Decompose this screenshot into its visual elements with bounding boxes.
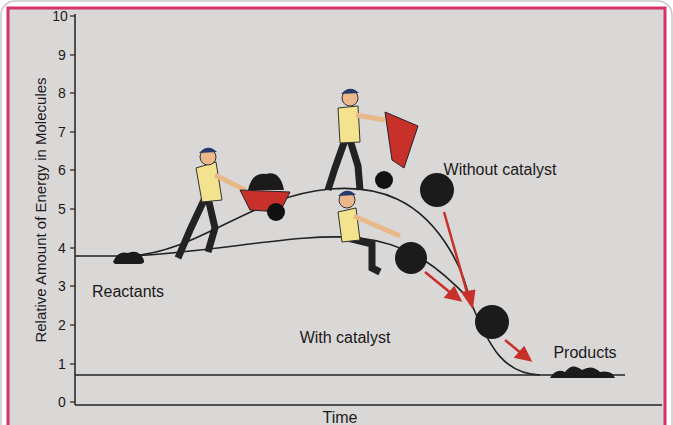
curve-label: Without catalyst <box>444 162 557 178</box>
rocks <box>113 173 615 378</box>
leg <box>350 140 360 190</box>
cap <box>338 191 356 196</box>
tick <box>70 363 75 364</box>
axis-tick-label: 2 <box>58 318 66 332</box>
axis-tick-label: 9 <box>58 48 66 62</box>
axis-tick-label: 7 <box>58 125 66 139</box>
wheelbarrow <box>385 112 418 168</box>
worker-tipping <box>328 89 418 190</box>
tick <box>70 54 75 55</box>
tick <box>70 285 75 286</box>
arrow-head <box>516 348 530 360</box>
axis-tick-label: 4 <box>58 241 66 255</box>
tick <box>70 131 75 132</box>
arrow-line <box>444 212 468 296</box>
arm <box>356 115 385 120</box>
axis-tick-label: 3 <box>58 279 66 293</box>
reactant-rock-pile <box>113 252 144 264</box>
wheel <box>375 171 393 189</box>
arrow-head <box>446 288 460 300</box>
plot-frame <box>8 8 665 425</box>
arrow-head <box>463 291 474 306</box>
uncatalyzed-curve <box>75 188 540 375</box>
tick <box>70 169 75 170</box>
wheel <box>267 203 285 221</box>
axis-tick-label: 10 <box>52 9 68 23</box>
motion-arrows <box>425 212 530 360</box>
curve-label: With catalyst <box>300 330 391 346</box>
leg <box>348 238 380 272</box>
axis-tick-label: 0 <box>58 395 66 409</box>
x-axis <box>75 404 662 406</box>
axis-tick-label: 8 <box>58 86 66 100</box>
tick <box>70 15 75 16</box>
tick <box>70 324 75 325</box>
axis-tick-label: 6 <box>58 163 66 177</box>
worker-pushing <box>178 148 290 258</box>
axis-tick-label: 1 <box>58 357 66 371</box>
shirt <box>196 162 222 202</box>
tick <box>70 208 75 209</box>
arm <box>215 175 245 190</box>
leg <box>208 198 215 252</box>
falling-rock <box>420 173 454 207</box>
curve-label: Products <box>553 345 616 361</box>
cap <box>199 148 217 153</box>
axis-title: Time <box>323 410 358 425</box>
curve-label: Reactants <box>92 284 164 300</box>
worker-sitting <box>338 191 400 272</box>
product-level-line <box>75 374 625 376</box>
leg <box>178 198 205 258</box>
y-ticks <box>70 16 75 402</box>
arm <box>354 216 400 236</box>
tick <box>70 92 75 93</box>
axis-tick-label: 5 <box>58 202 66 216</box>
falling-rock <box>395 242 427 274</box>
cap <box>341 89 359 94</box>
shirt <box>338 208 360 242</box>
leg <box>328 140 345 190</box>
arrow-line <box>425 272 452 294</box>
tick <box>70 247 75 248</box>
axis-title: Relative Amount of Energy in Molecules <box>33 77 48 342</box>
shirt <box>338 106 360 143</box>
tick <box>70 401 75 402</box>
product-rock-pile <box>550 366 615 378</box>
falling-rock <box>475 305 509 339</box>
rock-load <box>248 173 284 190</box>
